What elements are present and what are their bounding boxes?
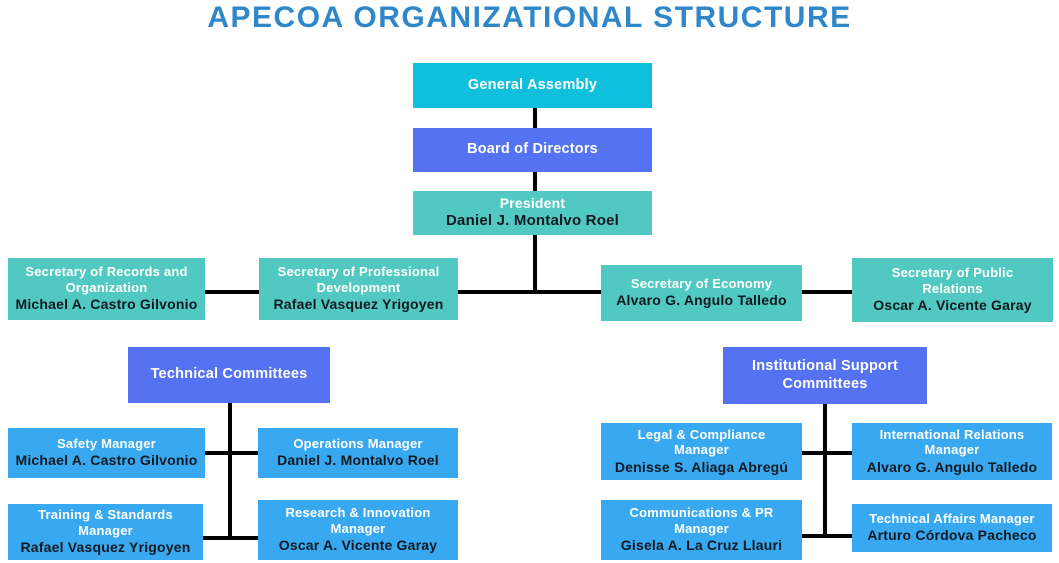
person-name: Arturo Córdova Pacheco	[867, 527, 1037, 544]
connector-president-secretaries	[533, 231, 537, 292]
role-label: Technical Affairs Manager	[869, 511, 1035, 527]
person-name: Michael A. Castro Gilvonio	[15, 452, 198, 469]
page-title: APECOA ORGANIZATIONAL STRUCTURE	[207, 1, 852, 34]
node-board-of-directors: Board of Directors	[413, 128, 652, 172]
role-label: President	[499, 194, 566, 211]
role-label: Research & Innovation Manager	[285, 505, 431, 536]
role-label: International Relations Manager	[879, 426, 1025, 458]
role-label: Secretary of Public Relations	[891, 265, 1014, 296]
person-name: Rafael Vasquez Yrigoyen	[273, 296, 444, 313]
node-general-assembly: General Assembly	[413, 63, 652, 108]
person-name: Alvaro G. Angulo Talledo	[616, 292, 787, 309]
node-technical-committees: Technical Committees	[128, 347, 330, 403]
role-label: Safety Manager	[57, 436, 156, 452]
role-label: Communications & PR Manager	[629, 505, 774, 536]
role-label: Secretary of Records and Organization	[25, 264, 188, 295]
role-label: Board of Directors	[467, 141, 598, 158]
person-name: Denisse S. Aliaga Abregú	[614, 458, 789, 475]
person-name: Michael A. Castro Gilvonio	[15, 296, 198, 313]
role-label: General Assembly	[467, 76, 598, 93]
node-secretary-public-relations: Secretary of Public Relations Oscar A. V…	[852, 258, 1053, 322]
role-label: Secretary of Professional Development	[277, 264, 440, 295]
connector-institutional-row1	[800, 451, 854, 455]
connector-technical-spine	[228, 401, 232, 540]
node-operations-manager: Operations Manager Daniel J. Montalvo Ro…	[258, 428, 458, 478]
person-name: Rafael Vasquez Yrigoyen	[20, 539, 191, 556]
person-name: Daniel J. Montalvo Roel	[277, 452, 439, 469]
role-label: Legal & Compliance Manager	[637, 426, 766, 458]
connector-institutional-row2	[800, 534, 854, 538]
node-president: President Daniel J. Montalvo Roel	[413, 191, 652, 235]
node-international-relations-manager: International Relations Manager Alvaro G…	[852, 423, 1052, 480]
role-label: Technical Committees	[150, 366, 308, 383]
node-safety-manager: Safety Manager Michael A. Castro Gilvoni…	[8, 428, 205, 478]
role-label: Operations Manager	[293, 436, 423, 452]
role-label: Secretary of Economy	[630, 276, 773, 292]
connector-technical-row2	[202, 536, 261, 540]
connector-assembly-board	[533, 107, 537, 130]
connector-board-president	[533, 170, 537, 193]
node-training-standards-manager: Training & Standards Manager Rafael Vasq…	[8, 504, 203, 560]
node-secretary-records-organization: Secretary of Records and Organization Mi…	[8, 258, 205, 320]
role-label: Institutional Support Committees	[752, 358, 898, 392]
person-name: Alvaro G. Angulo Talledo	[866, 458, 1038, 475]
person-name: Oscar A. Vicente Garay	[278, 537, 438, 554]
node-legal-compliance-manager: Legal & Compliance Manager Denisse S. Al…	[601, 423, 802, 480]
connector-technical-row1	[203, 451, 261, 455]
person-name: Daniel J. Montalvo Roel	[446, 212, 619, 230]
person-name: Gisela A. La Cruz Llauri	[620, 537, 783, 554]
node-technical-affairs-manager: Technical Affairs Manager Arturo Córdova…	[852, 504, 1052, 552]
node-secretary-professional-development: Secretary of Professional Development Ra…	[259, 258, 458, 320]
connector-secretaries-row	[203, 290, 853, 294]
node-institutional-support-committees: Institutional Support Committees	[723, 347, 927, 404]
person-name: Oscar A. Vicente Garay	[873, 297, 1032, 314]
node-communications-pr-manager: Communications & PR Manager Gisela A. La…	[601, 500, 802, 560]
role-label: Training & Standards Manager	[38, 507, 173, 538]
node-secretary-economy: Secretary of Economy Alvaro G. Angulo Ta…	[601, 265, 802, 321]
connector-institutional-spine	[823, 402, 827, 538]
node-research-innovation-manager: Research & Innovation Manager Oscar A. V…	[258, 500, 458, 560]
